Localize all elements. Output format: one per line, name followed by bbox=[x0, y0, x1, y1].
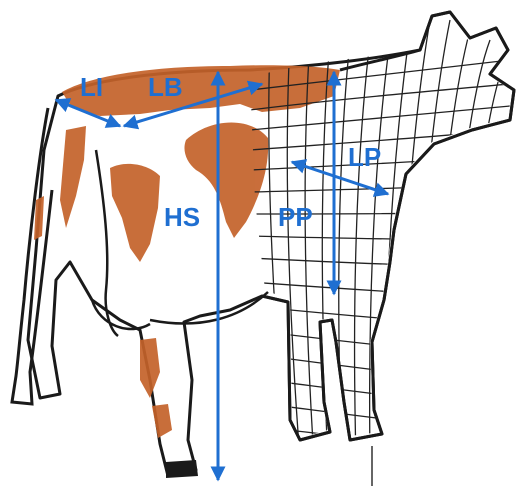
label-li: LI bbox=[80, 72, 103, 102]
label-pp: PP bbox=[278, 202, 313, 232]
hoof bbox=[166, 460, 198, 478]
label-hs: HS bbox=[164, 202, 200, 232]
label-lp: LP bbox=[348, 142, 381, 172]
label-lb: LB bbox=[148, 72, 183, 102]
